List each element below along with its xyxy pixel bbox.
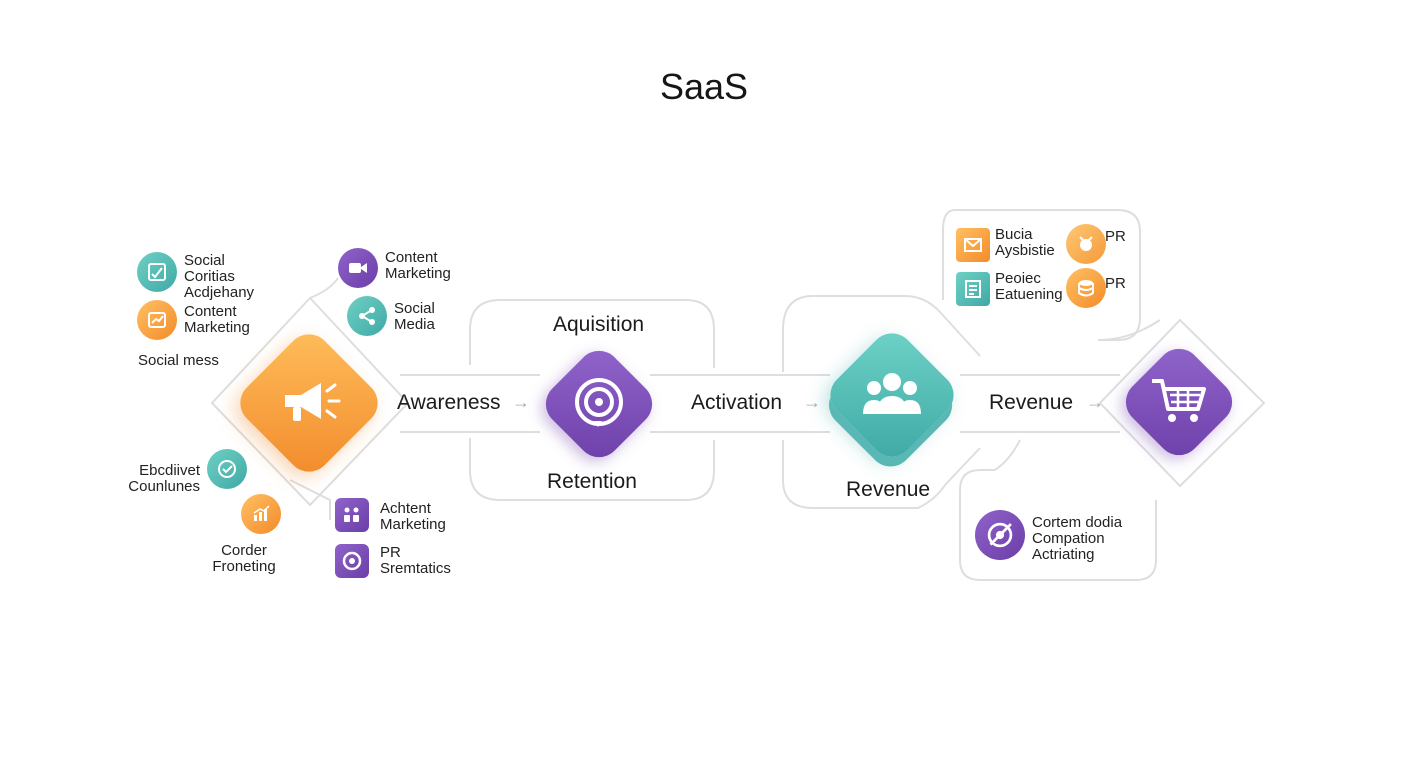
target-icon — [572, 375, 626, 434]
stage-retention-label: Retention — [547, 470, 637, 493]
checklist-icon — [137, 252, 177, 292]
arrow-right-icon: → — [512, 392, 530, 412]
top-right-item-2: PR — [1105, 228, 1126, 245]
lower-left-item-1: Ebcdiivet Counlunes — [128, 462, 200, 495]
database-icon — [1066, 268, 1106, 308]
document-icon — [956, 272, 990, 306]
video-icon — [338, 248, 378, 288]
users-icon — [861, 370, 923, 421]
revenue-diamond — [1116, 339, 1242, 465]
bar-chart-icon — [241, 494, 281, 534]
chart-card-icon — [137, 300, 177, 340]
lower-left-item-3: Achtent Marketing — [380, 500, 446, 533]
top-right-item-4: PR — [1105, 275, 1126, 292]
bottom-right-item-1: Cortem dodia Compation Actriating — [1032, 514, 1123, 563]
shopping-cart-icon — [1150, 375, 1208, 430]
people-grid-icon — [335, 498, 369, 532]
arrow-right-icon: → — [1086, 392, 1104, 412]
award-icon — [1066, 224, 1106, 264]
compass-icon — [975, 510, 1025, 560]
stage-revenue-lower-label: Revenue — [846, 478, 931, 501]
top-right-item-1: Bucia Aysbistie — [995, 226, 1055, 259]
stage-revenue-label: Revenue — [989, 391, 1074, 414]
lower-left-item-2: Corder Froneting — [212, 542, 276, 575]
top-right-item-3: Peoiec Eatuening — [995, 270, 1063, 303]
acquisition-diamond — [536, 341, 662, 467]
awareness-diamond — [231, 325, 387, 481]
left-cluster-item-3: Content Marketing — [385, 249, 451, 282]
stage-activation-label: Activation — [691, 391, 783, 414]
arrow-right-icon: → — [803, 392, 821, 412]
left-cluster-caption: Social mess — [138, 352, 219, 369]
left-cluster-item-1: Social Coritias Acdjehany — [184, 252, 255, 301]
diagram-title: SaaS — [659, 66, 749, 107]
megaphone-icon — [277, 373, 341, 434]
share-icon — [347, 296, 387, 336]
email-icon — [956, 228, 990, 262]
coin-icon — [335, 544, 369, 578]
stage-acquisition-label: Aquisition — [553, 313, 645, 336]
left-cluster-item-2: Content Marketing — [184, 303, 250, 336]
check-badge-icon — [207, 449, 247, 489]
stage-awareness-label: Awareness — [397, 391, 501, 414]
left-cluster-item-4: Social Media — [394, 300, 435, 333]
activation-diamond — [821, 324, 963, 466]
lower-left-item-4: PR Sremtatics — [380, 544, 451, 577]
